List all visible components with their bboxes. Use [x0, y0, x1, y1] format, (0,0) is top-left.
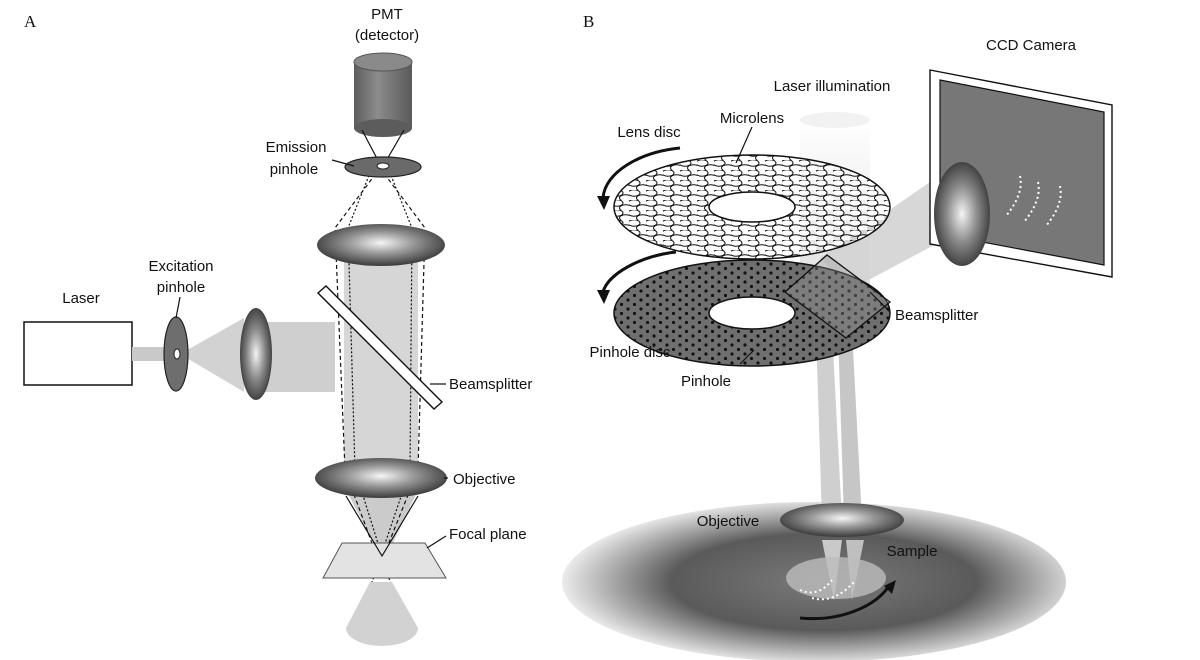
pinhole-disc-label: Pinhole disc: [590, 344, 671, 361]
sample-arrow-head: [884, 580, 896, 594]
focal-plane-label: Focal plane: [449, 526, 527, 543]
focused-cone: [346, 490, 418, 562]
beamsplitter-leader-b: [869, 291, 891, 313]
ccd-camera-label: CCD Camera: [986, 37, 1077, 54]
pinhole-label: Pinhole: [681, 373, 731, 390]
excitation-label-1: Excitation: [148, 258, 213, 275]
emission-pinhole-aperture: [376, 162, 390, 170]
collimated-excitation-beam: [256, 322, 335, 392]
pmt-detector: [354, 62, 412, 128]
beamsplitter-plate-a: [316, 285, 444, 410]
sample-dots-2: [811, 581, 855, 601]
laser-box: [23, 321, 133, 386]
emission-path-right: [379, 167, 426, 566]
pinhole-disc-center: [708, 296, 796, 330]
excitation-label-2: pinhole: [157, 279, 205, 296]
excitation-pinhole-aperture: [173, 348, 181, 360]
pinhole-disc-rotation-arrow: [601, 250, 677, 293]
transmitted-cone: [346, 582, 418, 646]
microlens-leader: [735, 126, 753, 164]
microlens-label: Microlens: [720, 110, 784, 127]
beamsplitter-label-b: Beamsplitter: [895, 307, 978, 324]
excitation-leader: [175, 296, 181, 319]
emission-label-1: Emission: [266, 139, 327, 156]
focus-lines: [345, 495, 419, 558]
objective-lens-b: [780, 503, 904, 537]
pmt-bottom: [354, 119, 412, 137]
laser-beam: [132, 347, 172, 361]
beamsplitter-plate-b: [783, 254, 892, 339]
objective-lens-a: [315, 458, 447, 498]
emission-path-left: [334, 167, 381, 566]
beamsplitter-label-a: Beamsplitter: [449, 376, 532, 393]
beam-down-1: [816, 330, 842, 520]
pmt-label-2: (detector): [355, 27, 419, 44]
panel-b-letter: B: [583, 12, 594, 31]
illumination-top: [800, 112, 870, 128]
objective-label-b: Objective: [697, 513, 760, 530]
pmt-label-1: PMT: [371, 6, 403, 23]
focal-plane: [322, 542, 447, 579]
lens-disc-arrow-head: [597, 196, 610, 210]
beam-to-ccd: [820, 182, 962, 290]
lens-disc-label: Lens disc: [617, 124, 681, 141]
pinhole-leader: [739, 349, 755, 365]
defocus-path-right: [369, 167, 413, 589]
excitation-lens: [240, 308, 272, 400]
beam-down-2: [838, 330, 862, 520]
laser-label: Laser: [62, 290, 100, 307]
sample: [786, 557, 886, 599]
tube-lens: [317, 224, 445, 266]
lens-disc-center: [708, 191, 796, 223]
emission-leader: [331, 159, 355, 167]
emission-label-2: pinhole: [270, 161, 318, 178]
vertical-beam: [344, 250, 418, 470]
defocus-path-left: [347, 167, 393, 589]
ccd-imaging-lens: [934, 162, 990, 266]
pmt-top: [353, 52, 413, 72]
laser-illumination-label: Laser illumination: [774, 78, 891, 95]
panel-a-letter: A: [24, 12, 37, 31]
focal-plane-leader: [426, 535, 447, 549]
pinhole-disc-arrow-head: [597, 290, 610, 304]
objective-label-a: Objective: [453, 471, 516, 488]
panel-b: B: [562, 12, 1113, 660]
excitation-beam-diverging: [180, 318, 244, 392]
lens-disc-rotation-arrow: [601, 146, 681, 199]
panel-a: A: [23, 6, 532, 646]
sample-label: Sample: [887, 543, 938, 560]
sample-rotation-arrow: [799, 583, 892, 621]
